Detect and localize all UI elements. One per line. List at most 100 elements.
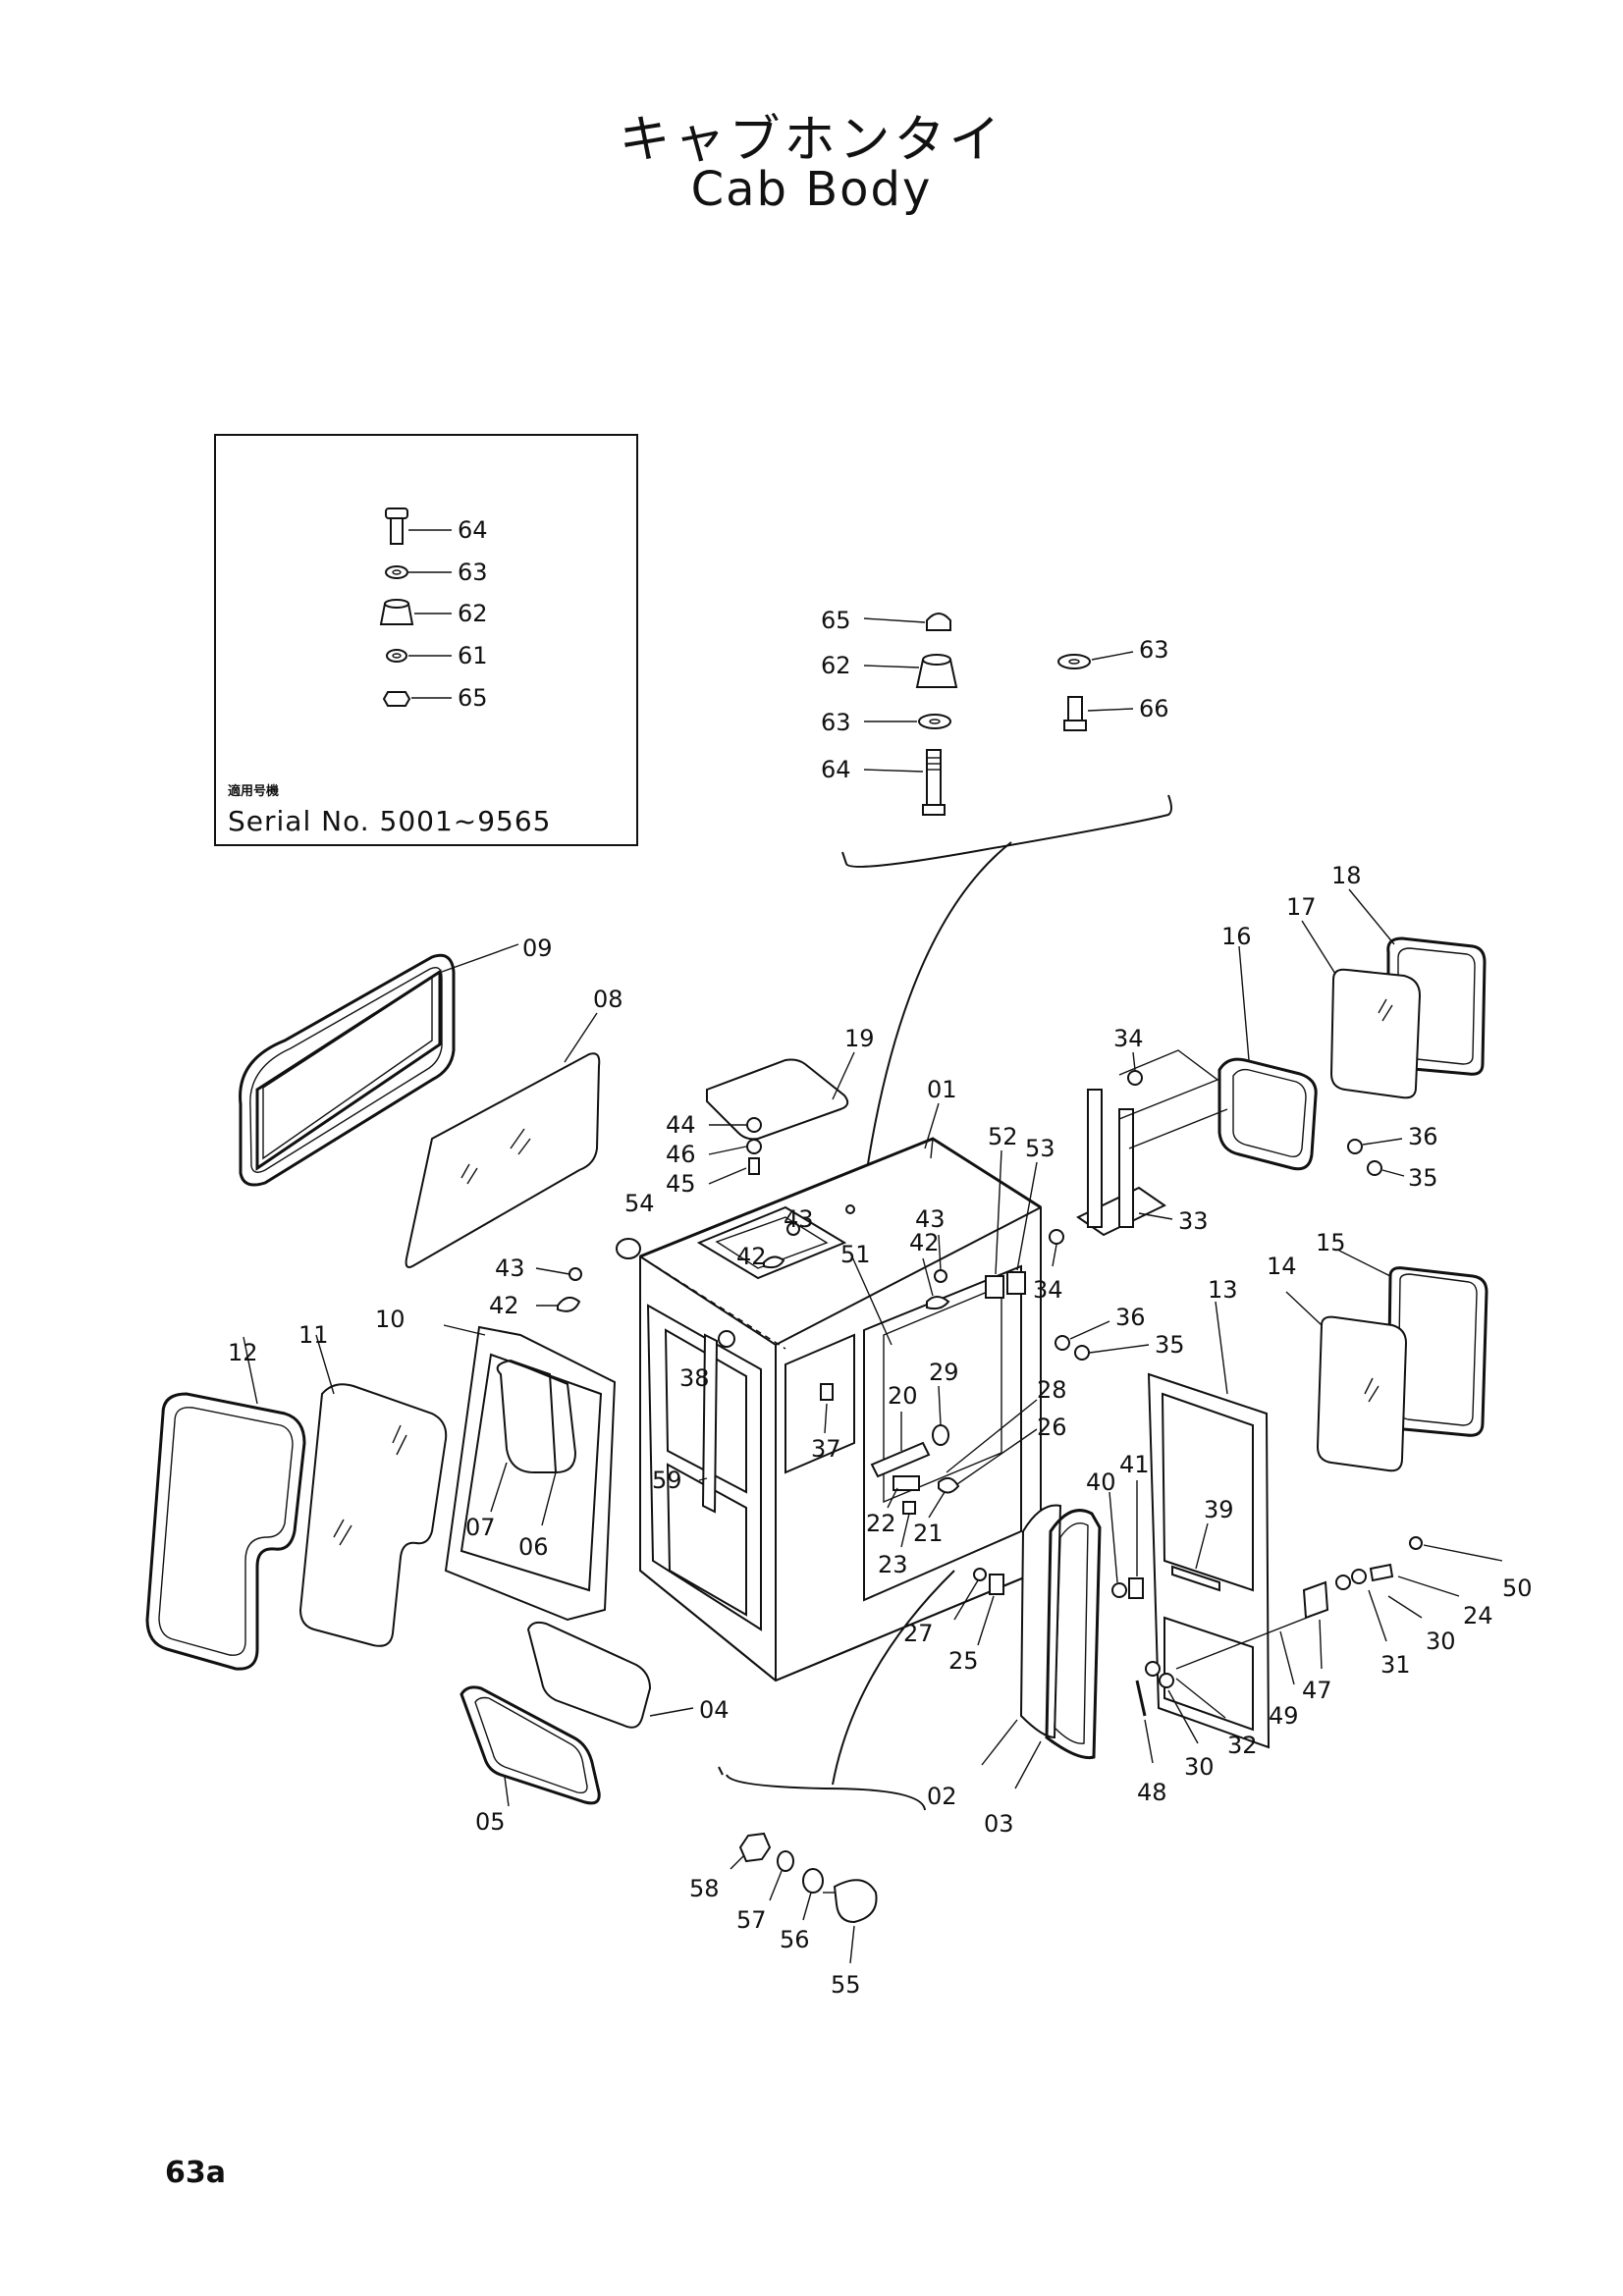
leader-19 <box>832 1051 855 1100</box>
pillar-bar-59-part <box>701 1333 719 1514</box>
part-46 <box>746 1139 762 1154</box>
roof-hatch-opening <box>696 1205 847 1280</box>
part-39 <box>1171 1565 1220 1592</box>
door-frame-10-opening <box>460 1353 603 1592</box>
part-38 <box>718 1330 735 1348</box>
leader-16 <box>1238 945 1250 1061</box>
leader-33 <box>1138 1212 1173 1220</box>
leader-10 <box>443 1324 486 1336</box>
knob-arrow-line <box>832 1570 955 1786</box>
callout-15: 15 <box>1316 1229 1346 1256</box>
callout-52: 52 <box>988 1123 1018 1150</box>
callout-49: 49 <box>1269 1702 1299 1730</box>
door-13-lower-panel <box>1163 1616 1254 1732</box>
callout-63b: 63 <box>1139 636 1169 664</box>
cab-mount-detail: 65 62 63 64 63 66 <box>821 607 1172 1277</box>
leader-21 <box>928 1491 946 1519</box>
callout-20: 20 <box>888 1382 918 1410</box>
callout-40: 40 <box>1086 1468 1116 1496</box>
door-frame-10-body <box>444 1325 617 1622</box>
glass-11-pane <box>298 1383 448 1647</box>
leader-36a <box>1362 1138 1403 1146</box>
callout-35a: 35 <box>1408 1164 1438 1192</box>
washer-63-hole <box>929 719 941 724</box>
glass-02-pane <box>1019 1504 1062 1739</box>
long-bolt-head <box>922 804 946 816</box>
callout-23: 23 <box>878 1551 908 1578</box>
callout-64: 64 <box>821 756 851 783</box>
washer-63b-hole <box>1068 659 1080 665</box>
callout-42b: 42 <box>736 1243 767 1270</box>
serial-inset-box <box>214 434 638 846</box>
callout-26: 26 <box>1037 1414 1067 1441</box>
roof-hatch-19: 19 <box>706 1025 875 1141</box>
callout-10: 10 <box>375 1306 406 1333</box>
callout-36b: 36 <box>1115 1304 1146 1331</box>
callout-11: 11 <box>298 1321 329 1349</box>
leader-47 <box>1319 1619 1323 1670</box>
callout-43b: 43 <box>784 1205 814 1233</box>
glass-02-frame-03: 02 03 <box>927 1504 1102 1838</box>
cab-main-frame-01 <box>639 1137 1042 1682</box>
part-34b <box>1127 1070 1143 1086</box>
leader-17 <box>1301 920 1336 975</box>
leader-46 <box>708 1146 747 1155</box>
callout-21: 21 <box>913 1520 944 1547</box>
inset-washer-hole <box>392 569 402 575</box>
detail-bracket <box>845 794 1172 868</box>
leader-42c <box>922 1257 934 1297</box>
door-frame-10: 10 <box>375 1306 617 1622</box>
callout-51: 51 <box>840 1241 871 1268</box>
leader-05 <box>504 1776 510 1807</box>
frame-12-outer <box>145 1392 306 1671</box>
part-58 <box>738 1832 772 1863</box>
glass-14: 14 <box>1267 1253 1408 1472</box>
part-36b <box>1055 1335 1070 1351</box>
part-42c <box>926 1296 950 1310</box>
leader-25 <box>977 1595 995 1646</box>
callout-42c: 42 <box>909 1229 940 1256</box>
glass-11-glare-2 <box>392 1424 407 1456</box>
inset-bolt-head <box>385 507 408 519</box>
knob-detail: 58 57 56 55 <box>689 1570 955 1999</box>
callout-24: 24 <box>1463 1602 1493 1629</box>
glass-04-pane <box>526 1621 652 1729</box>
leader-18 <box>1348 888 1395 945</box>
part-54 <box>616 1238 641 1259</box>
leader-14 <box>1285 1291 1323 1326</box>
leader-02 <box>981 1719 1018 1766</box>
callout-33: 33 <box>1178 1207 1209 1235</box>
callout-48: 48 <box>1137 1779 1167 1806</box>
hardware-parts: 44 46 45 54 43 42 43 42 51 43 42 52 5 <box>489 1025 1533 1806</box>
leader-27 <box>953 1579 979 1621</box>
bracket-33-post-left <box>1087 1089 1103 1228</box>
leader-56 <box>802 1892 812 1921</box>
part-32 <box>1145 1661 1161 1677</box>
callout-55: 55 <box>831 1971 861 1999</box>
bracket-33-post-right <box>1118 1108 1134 1228</box>
frame-03-outer <box>1045 1509 1102 1760</box>
short-bolt-head <box>1063 720 1087 731</box>
leader-07 <box>490 1462 508 1513</box>
frame-16-outer <box>1217 1057 1318 1171</box>
part-27 <box>973 1568 987 1581</box>
leader-01 <box>924 1102 940 1149</box>
cab-front-lower-pane <box>666 1463 747 1617</box>
inset-callout-61: 61 <box>458 642 488 669</box>
callout-53: 53 <box>1025 1135 1055 1162</box>
callout-13: 13 <box>1208 1276 1238 1304</box>
cab-front-upper-pane <box>664 1328 747 1494</box>
callout-32: 32 <box>1227 1732 1258 1759</box>
leader-04 <box>649 1707 694 1717</box>
latch-rod <box>1175 1615 1313 1670</box>
part-35a <box>1367 1160 1382 1176</box>
callout-54: 54 <box>624 1190 655 1217</box>
leader-31 <box>1368 1589 1387 1642</box>
leader-43c <box>938 1234 942 1271</box>
leader-08 <box>564 1012 598 1063</box>
glass-08-glare-1 <box>460 1163 478 1185</box>
roof-hatch-19-panel <box>706 1058 849 1141</box>
leader-23 <box>900 1513 910 1548</box>
leader-52 <box>995 1149 1002 1275</box>
